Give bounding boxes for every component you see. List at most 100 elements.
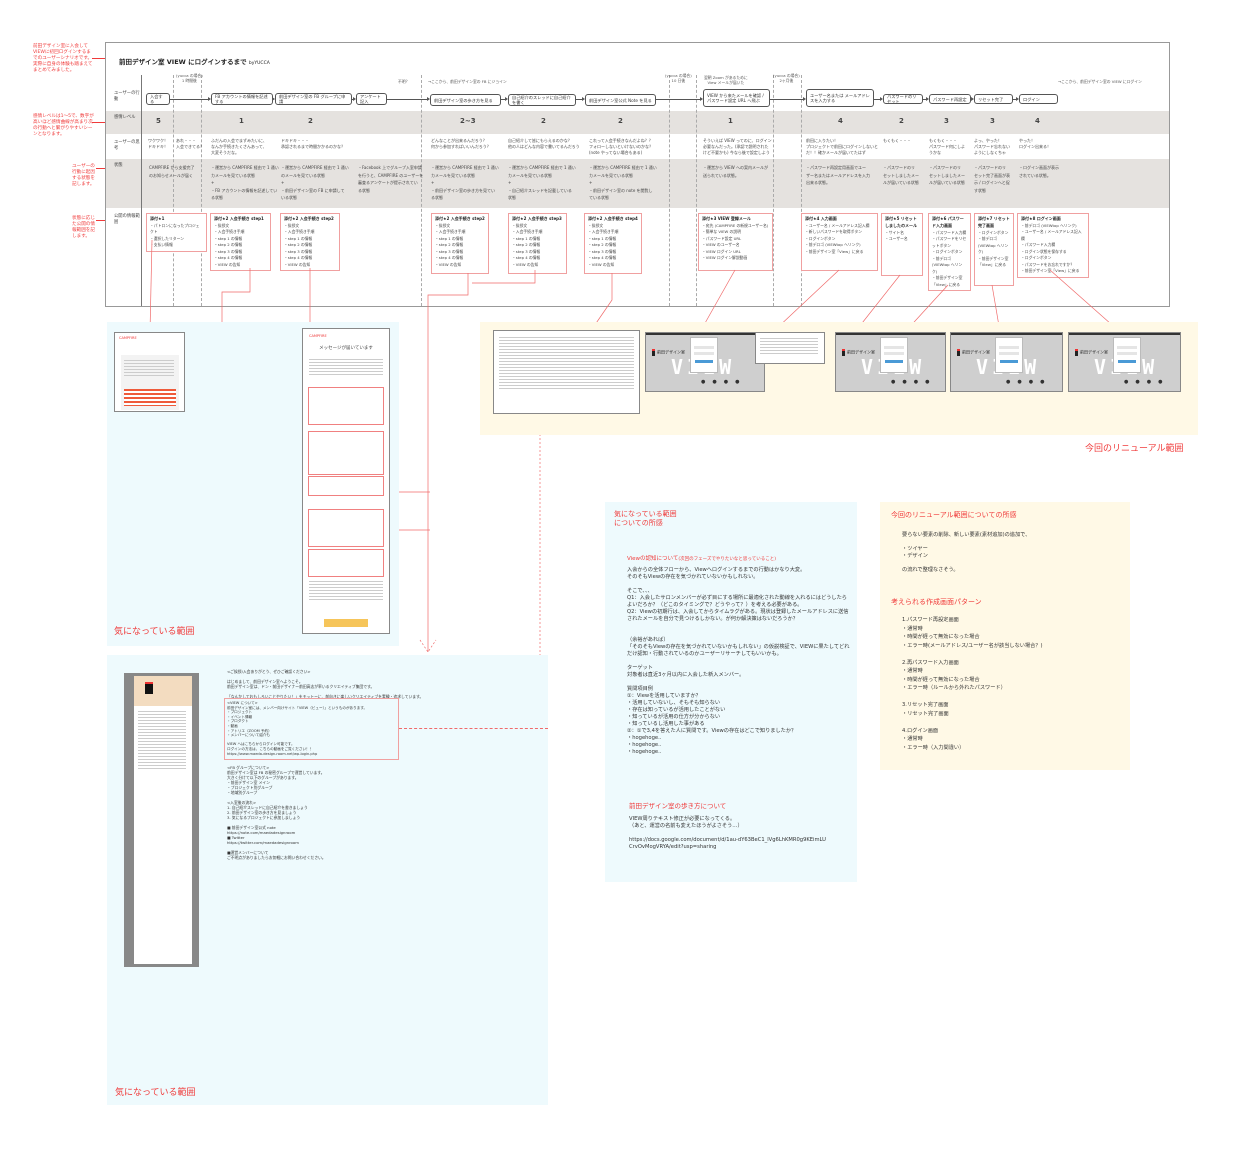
info-card[interactable]: 添付★5 リセットしましたのメール・サイト名・ユーザー名 [881, 213, 923, 276]
info-card[interactable]: 添付★2 入会手続き step2・挨拶文・入会手続き手順・step 1 の情報・… [280, 213, 340, 272]
info-card[interactable]: 添付★4 入力画面・ユーザー名 / メールアドレス記入欄・新しいパスワードを取得… [801, 213, 878, 271]
annotation-connector [92, 58, 105, 59]
renewal-note-body: 要らない要素の削除、新しい要素(素材追加)の追加で、 ・ツイヤー ・デザイン の… [902, 532, 1031, 573]
user-state: ・運営から CAMPFIRE 経由で 1 通い カメールを見ている状態 + ・F… [211, 165, 279, 200]
info-card[interactable]: 添付★1・パトロンになったプロジェクト・選択したリターン・支払い情報 [146, 213, 207, 252]
emotion-level: 1 [728, 117, 733, 125]
cta-button[interactable] [324, 619, 368, 627]
emotion-level: 2 [541, 117, 546, 125]
login-dialog[interactable] [690, 337, 718, 373]
journey-step[interactable]: 前田デザイン室公式 Note を見る [585, 94, 656, 106]
brand-logo: 前田デザイン室 [957, 349, 990, 356]
user-thought: そういえば VIEW ってのに、ログイン 必要なんだった。(承認で説明された け… [703, 138, 772, 155]
info-card[interactable]: 添付★8 ログイン画面・前デロゴ (VIEWtop へリンク)・ユーザー名 / … [1017, 213, 1089, 278]
annotation-connector [96, 168, 105, 169]
concern-note-title: 気になっている範囲 についての所感 [614, 510, 677, 527]
info-card-item: ・前田デザイン室「View」に戻る [978, 255, 1009, 268]
concern-label-bottom: 気になっている範囲 [115, 1088, 196, 1098]
row-label-state: 状態 [114, 163, 123, 168]
renewal-label: 今回のリニューアル範囲 [1085, 444, 1184, 454]
info-card-title: 添付★4 入力画面 [805, 216, 837, 221]
info-card-item: ・新しいパスワードを取得ボタン [805, 229, 862, 235]
journey-step[interactable]: ログイン [1019, 94, 1058, 104]
info-card-item: ・ログインボタン [932, 249, 963, 255]
user-state: ・パスワードのリ セットしましたメー ルが届いている状態 [929, 165, 965, 185]
info-card-item: ・step 2 の情報 [214, 242, 243, 248]
column-divider [801, 75, 802, 306]
brand-logo: 前田デザイン室 [1075, 349, 1108, 356]
info-card-item: ・step 4 の情報 [588, 255, 617, 261]
concern-panel-bottom: <ご挨拶/入会ありがとう、ぜひご確認ください> はじめまして、前田デザイン室へよ… [107, 655, 548, 1105]
info-card-item: ・step 3 の情報 [214, 248, 243, 254]
arrow-head-icon [803, 97, 806, 101]
info-card-item: ・前田デザイン室「View」に戻る [932, 275, 963, 287]
info-card-item: ・入会手続き手順 [512, 229, 543, 235]
info-card[interactable]: 添付★2 入会手続き step3・挨拶文・入会手続き手順・step 1 の情報・… [508, 213, 567, 274]
brand-logo: 前田デザイン室 [652, 349, 685, 356]
journey-step[interactable]: パスワードのリセット [883, 94, 923, 104]
reset-mail-screenshot[interactable] [755, 332, 825, 364]
user-state: ・運営から CAMPFIRE 経由で 1 通い カメールを見ている状態 + ・前… [589, 165, 657, 200]
info-card-item: ・宛先 (CAMPFIRE の新規ユーザー名) [702, 222, 769, 228]
journey-step[interactable]: 入会する [146, 93, 170, 105]
info-card[interactable]: 添付★7 リセット完了画面・ログインボタン・前デロゴ (VIEWtop へリンク… [974, 213, 1014, 286]
journey-step[interactable]: VIEW から来たメールを確認 / パスワード設定 URL へ飛ぶ [703, 89, 770, 107]
journey-step[interactable]: ユーザー名または メールアドレスを入力する [806, 89, 874, 107]
info-card-item: ・前デロゴ (VIEWtop へリンク) [805, 242, 861, 248]
walkthrough-heading: 前田デザイン室の歩き方について [629, 802, 727, 810]
login-dialog[interactable] [1113, 337, 1141, 373]
user-thought: 前田に入りたい！ プロジェクトで前田にログインしないと だ！！確かメールが届いて… [806, 138, 878, 155]
arrow-connector [170, 99, 209, 100]
info-card-item: ・step 2 の情報 [512, 242, 541, 248]
timing-note: (yucca の場合) 2ヶ月後 [773, 73, 800, 83]
arrow-head-icon [353, 97, 356, 101]
arrow-head-icon [700, 97, 703, 101]
column-divider [773, 75, 774, 306]
campfire-mail-screenshot[interactable]: CAMPFIRE [114, 332, 185, 412]
info-card[interactable]: 添付★2 入会手続き step2・挨拶文・入会手続き手順・step 1 の情報・… [431, 213, 489, 274]
browser-bar [951, 333, 1062, 335]
info-card-item: ・前デロゴ (VIEWtop へリンク) [1021, 222, 1077, 228]
emotion-level: 3 [990, 117, 995, 125]
journey-step[interactable]: FB アカウントの情報を記述する [211, 93, 273, 105]
arrow-head-icon [208, 97, 211, 101]
email-screenshot[interactable]: CAMPFIRE メッセージが届いています [302, 328, 390, 634]
journey-step[interactable]: アンケート記入 [356, 93, 387, 105]
info-card-item: ・step 1 の情報 [588, 235, 617, 241]
annotation-state: ユーザーの行動に起因する状態を記します。 [72, 164, 95, 187]
journey-step[interactable]: 自己紹介のスレッドに自己紹介を書く [508, 94, 576, 106]
user-thought: ドキドキ・・・ 承認されるまで時間かかるのかな？ [281, 138, 345, 149]
arrow-head-icon [926, 97, 929, 101]
arrow-connector [387, 99, 428, 100]
info-card-title: 添付★8 ログイン画面 [1021, 216, 1061, 221]
login-dialog[interactable] [995, 337, 1023, 373]
info-card-item: ・選択したリターン [150, 235, 184, 241]
browser-bar [836, 333, 945, 335]
info-card[interactable]: 添付★2 入会手続き step1・挨拶文・入会手続き手順・step 1 の情報・… [210, 213, 271, 272]
concern-note: 気になっている範囲 についての所感 Viewの認知について(次回のフェーズでやり… [605, 502, 857, 882]
info-card-item: ・VIEW の告知 [214, 261, 241, 267]
info-card-item: ・step 1 の情報 [214, 235, 243, 241]
login-dialog[interactable] [880, 337, 908, 373]
renewal-panel: 前田デザイン室VIEW●●●●前田デザイン室VIEW●●●●前田デザイン室VIE… [480, 322, 1198, 435]
view-mail-screenshot[interactable] [493, 330, 640, 414]
user-thought: あれ・・・ 入会できてる？ [176, 138, 204, 149]
email-heading: メッセージが届いています [319, 346, 373, 351]
journey-step[interactable]: リセット完了 [974, 94, 1013, 104]
journey-step[interactable]: パスワード再設定 [929, 94, 971, 104]
arrow-head-icon [1016, 97, 1019, 101]
info-card[interactable]: 添付★3 VIEW 登録メール・宛先 (CAMPFIRE の新規ユーザー名)・簡… [698, 213, 773, 271]
journey-step[interactable]: 前田デザイン室の FB グループに申請 [275, 93, 352, 105]
fb-group-screenshot[interactable] [124, 673, 199, 967]
user-thought: やった！ ログイン出来る！ [1019, 138, 1051, 149]
info-card-title: 添付★2 入会手続き step2 [284, 216, 334, 221]
info-card[interactable]: 添付★6 パスワード入力画面・パスワード入力欄・パスワードをリセットボタン・ログ… [928, 213, 971, 292]
user-thought: ワクワク！ ドキドキ！ [148, 138, 168, 149]
journey-step[interactable]: 前田デザイン室の歩き方を見る [430, 94, 501, 106]
info-card[interactable]: 添付★2 入会手続き step4・挨拶文・入会手続き手順・step 1 の情報・… [584, 213, 642, 274]
arrow-connector [770, 99, 804, 100]
